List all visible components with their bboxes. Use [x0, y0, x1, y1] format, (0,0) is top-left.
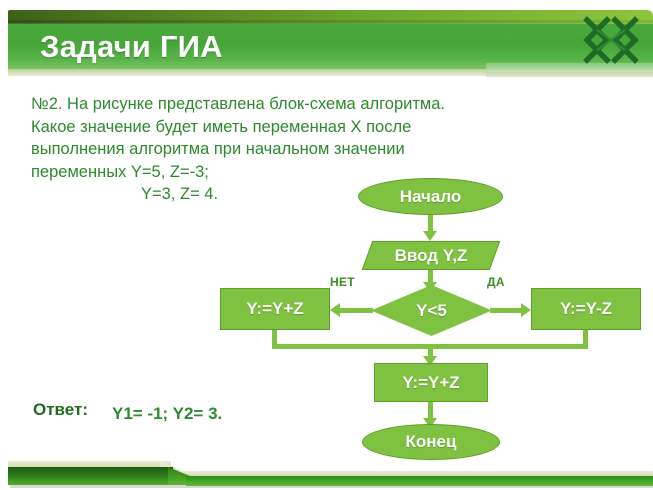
- footer-bar-left: [8, 467, 173, 485]
- page-title: Задачи ГИА: [40, 29, 223, 64]
- flow-node-decision-shape: [371, 285, 492, 336]
- problem-line-3: выполнения алгоритма при начальном значе…: [31, 140, 405, 158]
- connector-true-down: [583, 330, 588, 346]
- flow-node-input-shape: [361, 241, 501, 270]
- footer-highlight-left: [8, 461, 171, 467]
- header-top-accent-shade: [8, 20, 653, 24]
- footer-shadow: [10, 485, 653, 488]
- branch-label-no: НЕТ: [330, 275, 355, 289]
- flow-node-branch-true-label: Y:=Y-Z: [559, 299, 613, 318]
- arrowhead-sum-to-end: [423, 418, 437, 428]
- branch-label-yes: ДА: [487, 275, 505, 289]
- connector-start-to-input: [428, 215, 433, 233]
- woven-knot-logo-icon: [583, 14, 639, 66]
- slide-header: Задачи ГИА: [0, 0, 653, 80]
- footer-bar-right: [186, 476, 653, 486]
- connector-decision-to-false: [340, 308, 373, 313]
- flow-node-input: Ввод Y,Z: [361, 241, 501, 270]
- footer-highlight-right: [178, 471, 653, 476]
- connector-sum-to-end: [428, 402, 433, 420]
- problem-statement: №2. На рисунке представлена блок-схема а…: [31, 93, 461, 206]
- arrowhead-decision-to-false: [330, 303, 340, 317]
- problem-line-2: Какое значение будет иметь переменная X …: [31, 117, 412, 136]
- arrowhead-merge-to-sum: [423, 356, 437, 366]
- header-underline-left: [8, 69, 488, 76]
- connector-decision-to-true: [490, 308, 523, 313]
- answer-value: Y1= -1; Y2= 3.: [112, 404, 223, 423]
- flow-node-merge-label: Y:=Y+Z: [402, 372, 460, 392]
- flow-node-branch-false-label: Y:=Y+Z: [246, 299, 304, 318]
- flow-node-input-label: Ввод Y,Z: [394, 245, 468, 265]
- connector-false-down: [272, 330, 277, 346]
- header-underline-right: [486, 72, 653, 77]
- flow-node-branch-false: Y:=Y+Z: [220, 288, 330, 330]
- problem-line-initial-values: Y=3, Z= 4.: [141, 185, 219, 203]
- answer-label: Ответ:: [33, 400, 88, 419]
- flow-node-decision: Y<5: [371, 285, 492, 336]
- problem-line-4: переменных Y=5, Z=-3;: [31, 162, 209, 181]
- slide-footer: [0, 450, 653, 490]
- flow-node-end-label: Конец: [405, 432, 457, 451]
- flow-node-decision-label: Y<5: [416, 300, 447, 320]
- header-top-accent-bar: [8, 10, 653, 23]
- arrowhead-decision-to-true: [521, 303, 531, 317]
- arrowhead-input-to-decision: [423, 282, 437, 292]
- flow-node-merge: Y:=Y+Z: [374, 363, 488, 402]
- header-title-band: [8, 24, 653, 69]
- connector-merge-to-sum: [428, 344, 433, 358]
- problem-line-1: №2. На рисунке представлена блок-схема а…: [31, 95, 446, 113]
- connector-merge-rail: [272, 344, 588, 349]
- header-step-notch: [486, 63, 653, 72]
- flow-node-branch-true: Y:=Y-Z: [531, 288, 641, 330]
- connector-input-to-decision: [428, 270, 433, 284]
- arrowhead-start-to-input: [423, 231, 437, 241]
